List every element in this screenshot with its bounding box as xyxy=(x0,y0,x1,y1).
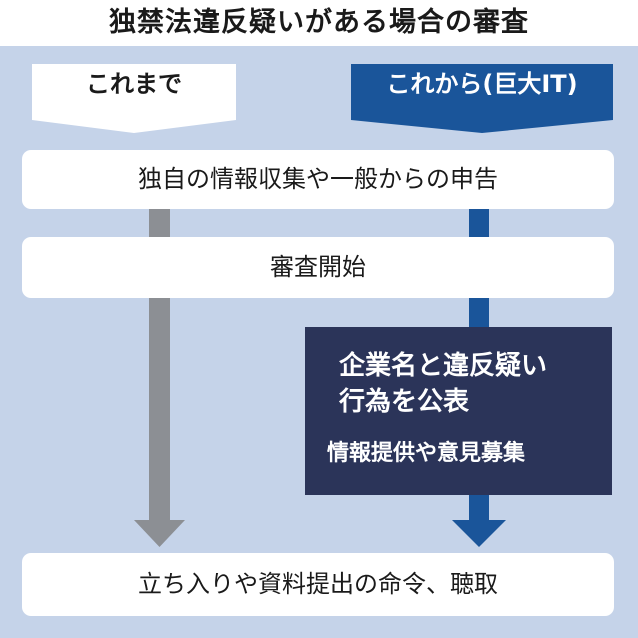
step-information-gathering: 独自の情報収集や一般からの申告 xyxy=(22,150,614,209)
diagram-title: 独禁法違反疑いがある場合の審査 xyxy=(0,0,638,46)
new-step-line2: 行為を公表 xyxy=(339,387,470,417)
new-step-line3: 情報提供や意見募集 xyxy=(327,441,526,466)
header-future-label: これから(巨大IT) xyxy=(386,70,578,98)
header-future-banner xyxy=(351,64,613,133)
blue-arrow-head xyxy=(452,520,506,547)
blue-arrow-shaft-top xyxy=(469,209,489,239)
blue-arrow-shaft-mid xyxy=(469,297,489,329)
gray-arrow-head xyxy=(134,520,185,547)
header-current-label: これまで xyxy=(86,70,182,98)
step-review-start: 審査開始 xyxy=(22,237,614,298)
blue-arrow-shaft-bottom xyxy=(469,494,489,524)
step-onsite-inspection: 立ち入りや資料提出の命令、聴取 xyxy=(22,553,614,616)
new-step-line1: 企業名と違反疑い xyxy=(339,351,548,381)
header-current-banner xyxy=(32,64,236,133)
new-step-box: 企業名と違反疑い 行為を公表 情報提供や意見募集 xyxy=(305,327,612,495)
